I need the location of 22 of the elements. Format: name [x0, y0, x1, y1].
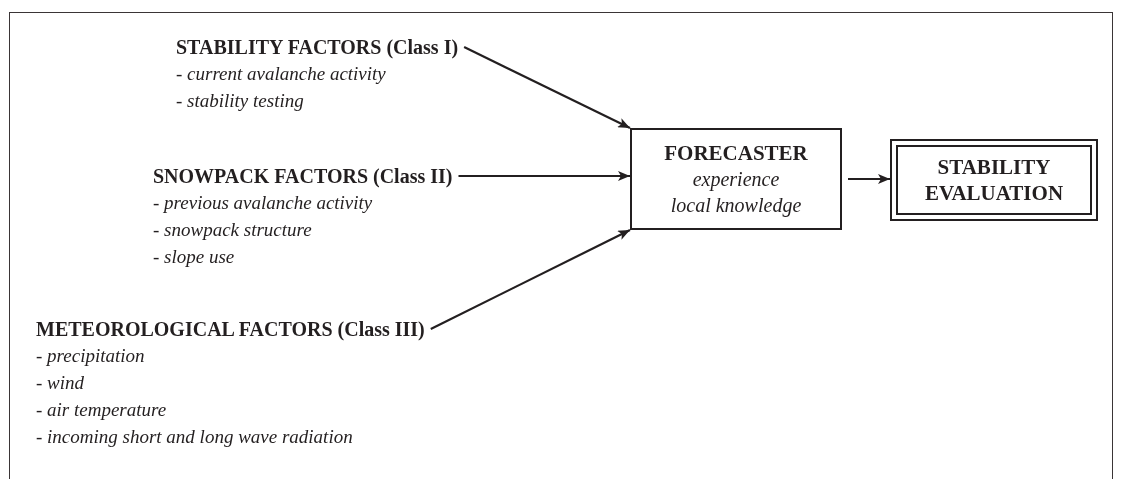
factor-item: - wind [36, 371, 85, 395]
result-box [890, 139, 1098, 221]
box-detail: local knowledge [670, 193, 802, 218]
factor-item: - incoming short and long wave radiation [36, 425, 353, 449]
factor-item: - air temperature [36, 398, 167, 422]
factor-item: - slope use [153, 245, 235, 269]
factor-item: - stability testing [176, 89, 304, 113]
arrow [463, 46, 631, 129]
factor-item: - current avalanche activity [176, 62, 386, 86]
factor-item: - snowpack structure [153, 218, 312, 242]
box-title: FORECASTER [664, 140, 808, 166]
box-detail: experience [692, 167, 780, 192]
box-title: STABILITY EVALUATION [923, 154, 1065, 206]
factor-heading: STABILITY FACTORS (Class I) [176, 35, 459, 60]
factor-heading: SNOWPACK FACTORS (Class II) [153, 164, 453, 189]
arrow [430, 229, 631, 330]
factor-heading: METEOROLOGICAL FACTORS (Class III) [36, 317, 425, 342]
factor-item: - precipitation [36, 344, 145, 368]
factor-item: - previous avalanche activity [153, 191, 373, 215]
process-box [630, 128, 842, 230]
arrow [458, 171, 630, 181]
arrow [848, 174, 890, 184]
